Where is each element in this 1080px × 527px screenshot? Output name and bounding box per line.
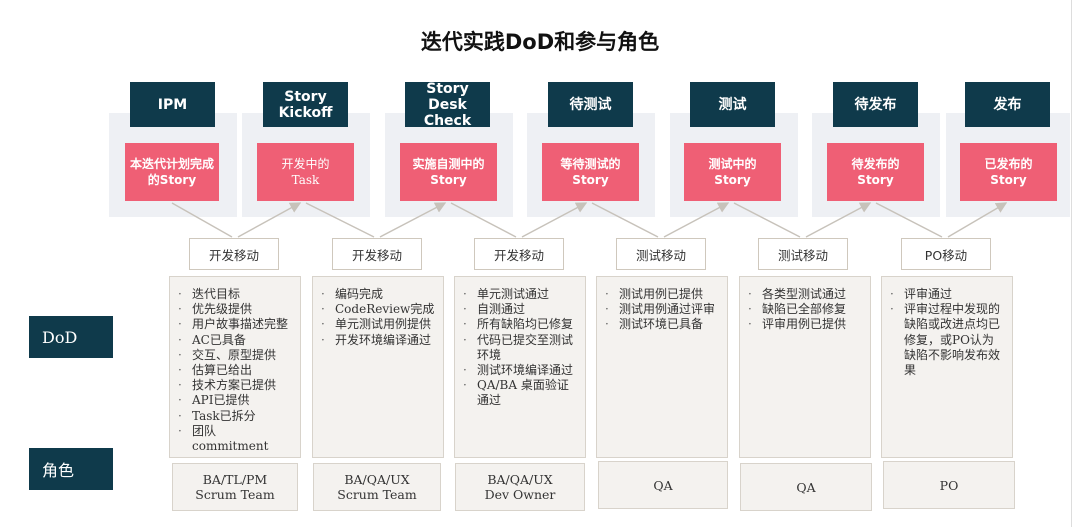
move-box-2: 开发移动 <box>332 238 422 270</box>
story-box-testing: 测试中的 Story <box>684 143 781 201</box>
arrow-out-2 <box>379 202 447 238</box>
dod-item: 各类型测试通过 <box>748 287 866 302</box>
stage-header-release: 发布 <box>965 82 1050 127</box>
dod-card-5: 各类型测试通过 缺陷已全部修复 评审用例已提供 <box>739 276 871 458</box>
arrow-in-4 <box>591 202 659 238</box>
dod-card-6: 评审通过 评审过程中发现的 缺陷或改进点均已 修复，或PO认为 缺陷不影响发布效… <box>881 276 1013 458</box>
dod-item: 缺陷已全部修复 <box>748 302 866 317</box>
move-box-4: 测试移动 <box>616 238 706 270</box>
dod-card-4: 测试用例已提供 测试用例通过评审 测试环境已具备 <box>596 276 728 458</box>
story-box-deskcheck: 实施自测中的 Story <box>400 143 497 201</box>
move-box-1: 开发移动 <box>189 238 279 270</box>
dod-item: 测试环境已具备 <box>605 317 723 332</box>
move-box-6: PO移动 <box>901 238 991 270</box>
dod-item: 测试环境编译通过 <box>463 363 581 378</box>
dod-item: 评审过程中发现的 缺陷或改进点均已 修复，或PO认为 缺陷不影响发布效 果 <box>890 302 1008 378</box>
dod-item: 自测通过 <box>463 302 581 317</box>
dod-list: 单元测试通过 自测通过 所有缺陷均已修复 代码已提交至测试 环境 测试环境编译通… <box>455 277 585 409</box>
row-label-role: 角色 <box>29 448 113 490</box>
story-box-release: 已发布的 Story <box>960 143 1057 201</box>
dod-item: CodeReview完成 <box>321 302 439 317</box>
stage-header-to-release: 待发布 <box>833 82 918 127</box>
diagram-title: 迭代实践DoD和参与角色 <box>420 30 660 54</box>
story-box-ipm: 本迭代计划完成 的Story <box>125 143 219 201</box>
move-box-5: 测试移动 <box>758 238 848 270</box>
dod-item: 迭代目标 <box>178 287 296 302</box>
move-box-3: 开发移动 <box>474 238 564 270</box>
dod-item: 评审通过 <box>890 287 1008 302</box>
dod-item: 测试用例通过评审 <box>605 302 723 317</box>
stage-header-deskcheck: Story Desk Check <box>405 81 490 129</box>
dod-list: 编码完成 CodeReview完成 单元测试用例提供 开发环境编译通过 <box>313 277 443 348</box>
stage-header-to-test: 待测试 <box>548 82 633 127</box>
dod-item: 估算已给出 <box>178 363 296 378</box>
stage-header-kickoff: Story Kickoff <box>263 82 348 127</box>
arrow-out-5 <box>805 202 872 238</box>
stage-header-testing: 测试 <box>690 82 775 127</box>
arrow-in-2 <box>305 202 375 238</box>
dod-item: 开发环境编译通过 <box>321 333 439 348</box>
arrow-out-6 <box>947 202 1008 238</box>
dod-item: 单元测试通过 <box>463 287 581 302</box>
story-box-to-test: 等待测试的 Story <box>542 143 639 201</box>
arrow-out-4 <box>663 202 730 238</box>
dod-item: AC已具备 <box>178 333 296 348</box>
role-card-5: QA <box>740 463 872 511</box>
arrow-in-1 <box>171 202 233 238</box>
story-box-kickoff: 开发中的 Task <box>257 143 354 201</box>
role-card-4: QA <box>598 461 728 509</box>
dod-item: 代码已提交至测试 环境 <box>463 333 581 363</box>
arrow-in-6 <box>875 202 943 238</box>
dod-card-3: 单元测试通过 自测通过 所有缺陷均已修复 代码已提交至测试 环境 测试环境编译通… <box>454 276 586 458</box>
dod-item: 交互、原型提供 <box>178 348 296 363</box>
dod-item: 所有缺陷均已修复 <box>463 317 581 332</box>
dod-card-2: 编码完成 CodeReview完成 单元测试用例提供 开发环境编译通过 <box>312 276 444 458</box>
dod-item: 单元测试用例提供 <box>321 317 439 332</box>
arrow-in-5 <box>733 202 801 238</box>
page-edge-divider <box>1071 0 1072 527</box>
story-box-to-release: 待发布的 Story <box>827 143 924 201</box>
role-card-2: BA/QA/UX Scrum Team <box>313 463 441 511</box>
arrow-out-1 <box>237 202 302 238</box>
dod-item: QA/BA 桌面验证 通过 <box>463 378 581 408</box>
dod-item: Task已拆分 <box>178 409 296 424</box>
arrow-out-3 <box>521 202 588 238</box>
dod-list: 测试用例已提供 测试用例通过评审 测试环境已具备 <box>597 277 727 333</box>
row-label-dod: DoD <box>29 316 113 358</box>
dod-item: 评审用例已提供 <box>748 317 866 332</box>
dod-item: 技术方案已提供 <box>178 378 296 393</box>
dod-item: 团队 commitment <box>178 424 296 454</box>
dod-item: API已提供 <box>178 393 296 408</box>
dod-card-1: 迭代目标 优先级提供 用户故事描述完整 AC已具备 交互、原型提供 估算已给出 … <box>169 276 301 458</box>
dod-list: 评审通过 评审过程中发现的 缺陷或改进点均已 修复，或PO认为 缺陷不影响发布效… <box>882 277 1012 378</box>
dod-list: 各类型测试通过 缺陷已全部修复 评审用例已提供 <box>740 277 870 333</box>
role-card-1: BA/TL/PM Scrum Team <box>172 463 298 511</box>
role-card-6: PO <box>883 461 1015 509</box>
dod-item: 用户故事描述完整 <box>178 317 296 332</box>
dod-item: 优先级提供 <box>178 302 296 317</box>
dod-list: 迭代目标 优先级提供 用户故事描述完整 AC已具备 交互、原型提供 估算已给出 … <box>170 277 300 454</box>
dod-item: 编码完成 <box>321 287 439 302</box>
role-card-3: BA/QA/UX Dev Owner <box>455 463 585 511</box>
stage-header-ipm: IPM <box>130 82 215 127</box>
arrow-in-3 <box>450 202 517 238</box>
dod-item: 测试用例已提供 <box>605 287 723 302</box>
